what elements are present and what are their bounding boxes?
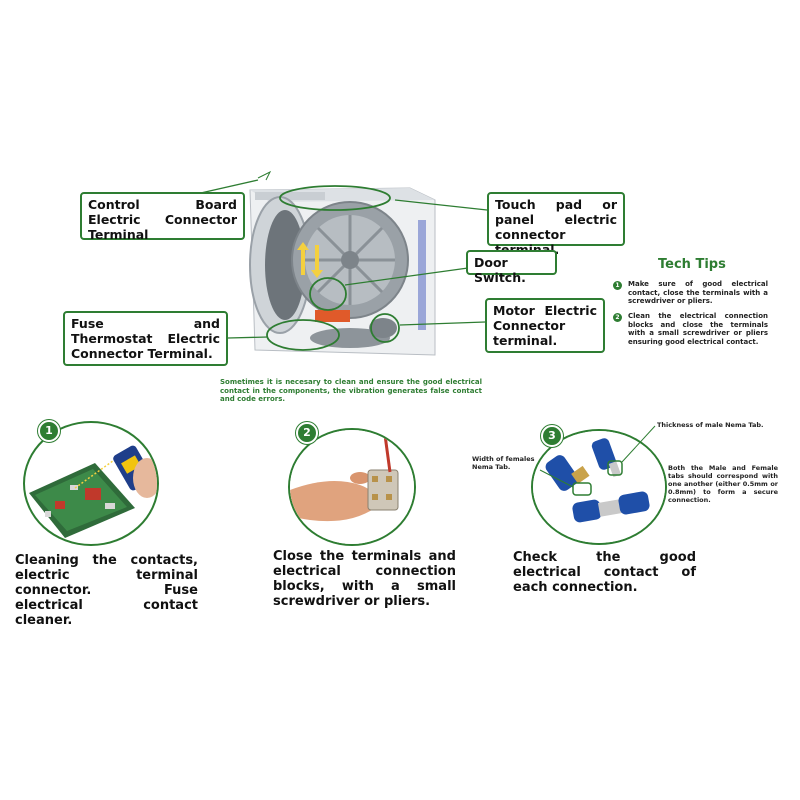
tip-2-number-badge: 2 <box>613 313 622 322</box>
label-fuse-thermostat-text: Fuse and Thermostat Electric Connector T… <box>71 316 220 361</box>
step-1-caption: Cleaning the contacts, electric terminal… <box>15 553 198 628</box>
label-motor-text: Motor Electric Connector terminal. <box>493 303 597 348</box>
male-tab-thickness-label: Thickness of male Nema Tab. <box>657 421 764 429</box>
tip-1-text: Make sure of good electrical contact, cl… <box>628 280 768 305</box>
step-2-image-circle <box>288 428 416 546</box>
female-tab-width-label: Width of females Nema Tab. <box>472 455 535 471</box>
label-door-switch: Door Switch. <box>466 250 557 285</box>
label-door-switch-text: Door Switch. <box>474 255 526 285</box>
tech-tips-title: Tech Tips <box>658 257 726 272</box>
tip-2-text: Clean the electrical connection blocks a… <box>628 312 768 346</box>
washing-machine-illustration <box>249 185 436 356</box>
step-3-number-badge: 3 <box>541 425 563 447</box>
nema-tabs-illustration <box>533 431 665 543</box>
label-fuse-thermostat: Fuse and Thermostat Electric Connector T… <box>63 311 228 366</box>
step-1-image-circle <box>23 421 159 546</box>
contact-cleaner-illustration <box>29 445 157 538</box>
pliers-hand-illustration <box>290 430 414 544</box>
vibration-note: Sometimes it is necesary to clean and en… <box>220 378 482 403</box>
step-2-caption: Close the terminals and electrical conne… <box>273 549 456 609</box>
label-touch-pad: Touch pad or panel electric connector te… <box>487 192 625 257</box>
step-3-caption: Check the good electrical contact of eac… <box>513 550 696 595</box>
label-control-board-text: Control Board Electric Connector Termina… <box>88 197 237 242</box>
tip-1-number-badge: 1 <box>613 281 622 290</box>
step-3-image-circle <box>531 429 667 545</box>
label-control-board: Control Board Electric Connector Termina… <box>80 192 245 242</box>
label-motor: Motor Electric Connector terminal. <box>485 298 605 353</box>
tabs-correspond-note: Both the Male and Female tabs should cor… <box>668 464 778 504</box>
step-2-number-badge: 2 <box>296 422 318 444</box>
step-1-number-badge: 1 <box>38 420 60 442</box>
